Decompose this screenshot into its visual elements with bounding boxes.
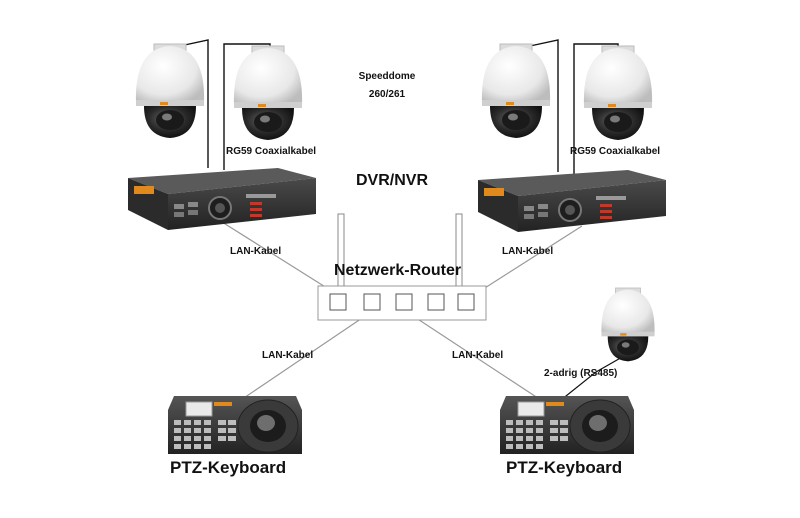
coax-label-right: RG59 Coaxialkabel xyxy=(570,146,660,157)
dvr-recorder-right xyxy=(478,170,666,232)
coax-label-left: RG59 Coaxialkabel xyxy=(226,146,316,157)
lan-label-top-right: LAN-Kabel xyxy=(502,246,553,257)
ptz-keyboard-left xyxy=(168,396,302,454)
speeddome-label: Speeddome 260/261 xyxy=(352,68,422,104)
router-port-2 xyxy=(364,294,380,310)
speeddome-camera-2 xyxy=(234,46,302,140)
speeddome-camera-4 xyxy=(584,46,652,140)
dvr-recorder-left xyxy=(128,168,316,230)
speeddome-camera-3 xyxy=(482,44,550,138)
speeddome-label-line2: 260/261 xyxy=(352,86,422,104)
speeddome-camera-1 xyxy=(136,44,204,138)
router-label: Netzwerk-Router xyxy=(334,262,461,280)
rs485-label: 2-adrig (RS485) xyxy=(544,368,617,379)
router-port-4 xyxy=(428,294,444,310)
keyboard-label-right: PTZ-Keyboard xyxy=(506,458,622,478)
speeddome-camera-rs485 xyxy=(601,288,654,361)
speeddome-label-line1: Speeddome xyxy=(352,68,422,86)
keyboard-label-left: PTZ-Keyboard xyxy=(170,458,286,478)
router-port-1 xyxy=(330,294,346,310)
router-port-3 xyxy=(396,294,412,310)
lan-label-top-left: LAN-Kabel xyxy=(230,246,281,257)
ptz-keyboard-right xyxy=(500,396,634,454)
dvr-label: DVR/NVR xyxy=(356,172,428,190)
lan-label-bottom-left: LAN-Kabel xyxy=(262,350,313,361)
lan-label-bottom-right: LAN-Kabel xyxy=(452,350,503,361)
router-port-5 xyxy=(458,294,474,310)
